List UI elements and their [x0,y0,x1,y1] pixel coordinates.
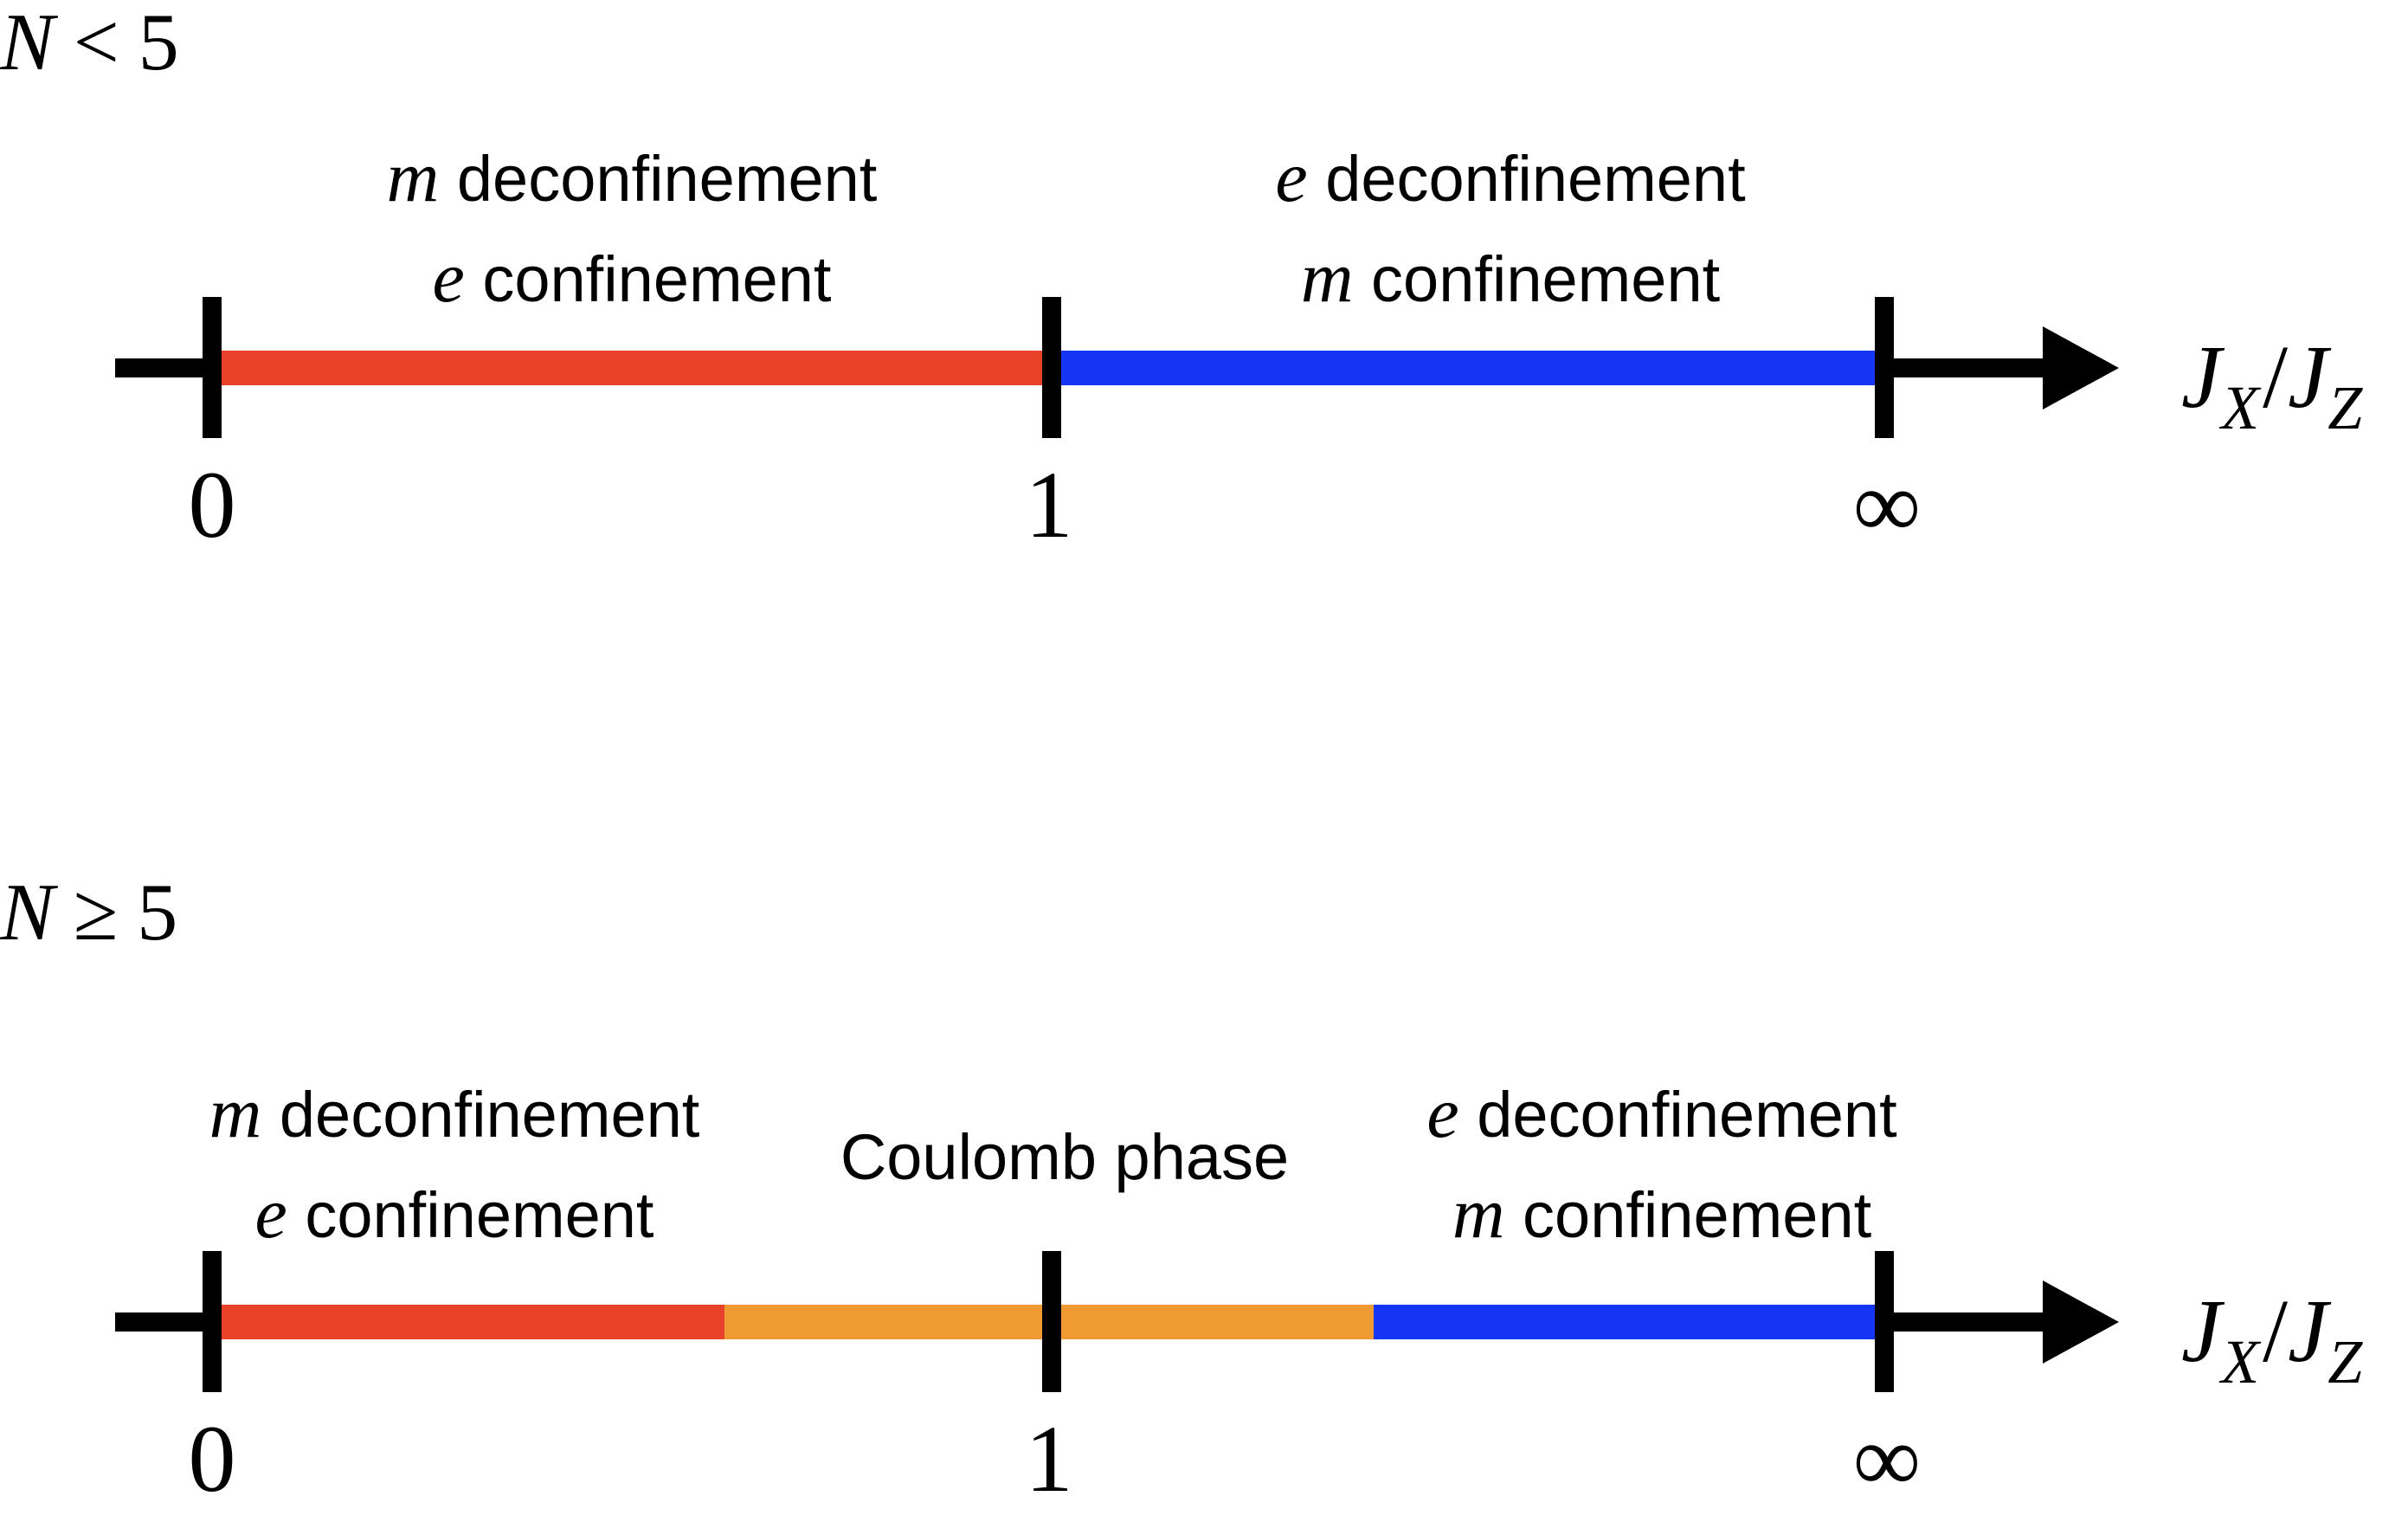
panel-2-region-left-line-2: e confinement [255,1173,654,1254]
panel-1-tick-0 [203,297,222,438]
panel-1-region-left-line-2: e confinement [433,237,832,318]
panel-2-tick-1 [1042,1251,1061,1392]
panel-2-region-right-line-1: e deconfinement [1426,1073,1897,1153]
panel-2-segment-e-deconfinement [1374,1305,1884,1339]
panel-2-tick-0 [203,1251,222,1392]
panel-n-less-than-5: N<5 0 1 ∞ JX/JZ m deconfinement e confin… [0,0,2363,558]
panel-1-tick-infinity [1875,297,1894,438]
panel-1-axis-label: JX/JZ [2181,327,2363,442]
panel-1-tick-label-infinity: ∞ [1853,452,1921,558]
panel-1-tick-label-1: 1 [1026,452,1073,558]
panel-2-region-coulomb-phase: Coulomb phase [840,1121,1289,1193]
panel-1-region-right-line-1: e deconfinement [1275,137,1746,217]
panel-1-region-right-line-2: m confinement [1301,237,1721,318]
panel-2-axis-label: JX/JZ [2181,1281,2363,1396]
panel-2-condition: N≥5 [0,867,177,958]
panel-1-tick-1 [1042,297,1061,438]
panel-1-segment-m-deconfinement [212,351,1052,385]
panel-2-segment-m-deconfinement [212,1305,724,1339]
panel-1-condition: N<5 [0,0,179,87]
panel-2-axis-arrowhead [2043,1280,2119,1364]
panel-1-axis-arrowhead [2043,326,2119,410]
panel-1-region-left-line-1: m deconfinement [387,137,878,217]
panel-2-tick-label-1: 1 [1026,1406,1073,1512]
panel-2-region-left-line-1: m deconfinement [209,1073,700,1153]
panel-2-tick-label-0: 0 [189,1406,236,1512]
panel-2-region-right-line-2: m confinement [1452,1173,1872,1254]
panel-1-segment-e-deconfinement [1052,351,1884,385]
panel-1-tick-label-0: 0 [189,452,236,558]
panel-2-tick-infinity [1875,1251,1894,1392]
panel-2-tick-label-infinity: ∞ [1853,1406,1921,1512]
panel-n-at-least-5: N≥5 0 1 ∞ JX/JZ m deconfinement e confin… [0,867,2363,1512]
